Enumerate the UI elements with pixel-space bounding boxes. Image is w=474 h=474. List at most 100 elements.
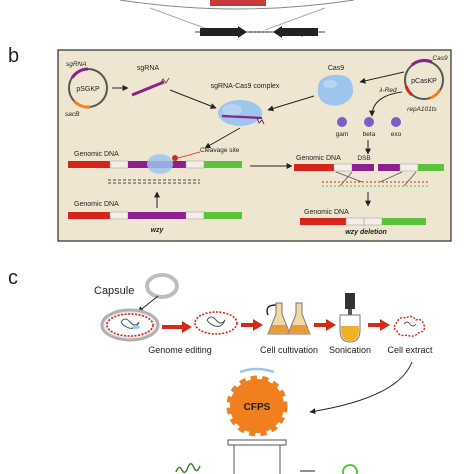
lambda-red-proteins: gam beta exo xyxy=(336,117,402,138)
sgrna-cas9-complex xyxy=(218,100,265,126)
sgrna-hairpin xyxy=(159,77,170,85)
cfps-label: CFPS xyxy=(244,402,271,413)
zoom-line-left xyxy=(149,7,211,31)
dna-right-homology xyxy=(185,160,205,169)
cas9-label: Cas9 xyxy=(328,65,344,72)
pcaskp-plasmid: pCasKP Cas9 λ-Red repA101ts xyxy=(378,55,448,113)
arrow-editing-to-cultivation xyxy=(241,319,263,331)
extract-fragments xyxy=(393,315,426,337)
panel-a: wzi wzy xyxy=(119,0,355,38)
pcaskp-lambda-red-label: λ-Red xyxy=(378,87,397,94)
arrow-sonication-to-extract xyxy=(368,319,390,331)
sgrna-strand xyxy=(131,80,165,97)
crossover-left-2 xyxy=(339,171,353,187)
crossover-left-1 xyxy=(335,171,363,183)
extract-dna xyxy=(403,321,417,327)
panel-a-curve xyxy=(119,0,355,10)
encapsulated-cell xyxy=(100,308,160,342)
donor-template xyxy=(108,179,200,184)
cell-dna-coil xyxy=(120,318,140,329)
panel-b-letter: b xyxy=(8,45,19,67)
crossover-right-2 xyxy=(403,171,417,187)
sonication-setup xyxy=(339,293,361,343)
psgkp-sgrna-label: sgRNA xyxy=(66,61,87,68)
dsb-dna-wzy-left xyxy=(352,164,374,171)
sonication-sample xyxy=(341,326,359,341)
cas9-highlight xyxy=(323,80,337,88)
complex-guide-rna xyxy=(221,114,263,120)
genomic-dna-dsb xyxy=(294,163,444,172)
dsb-dna-red xyxy=(294,164,334,171)
recombination-donor xyxy=(322,171,430,187)
cleavage-pointer xyxy=(177,151,201,159)
wzi-gene-label: wzi xyxy=(214,30,226,37)
crossover-right-1 xyxy=(379,171,403,183)
wzy-deletion-label: wzy deletion xyxy=(345,229,387,236)
wzy-dna-homology-right xyxy=(185,211,205,220)
pcaskp-red-segment xyxy=(404,85,414,97)
pcaskp-repa-segment xyxy=(429,89,442,100)
dsb-dna-wzy-right xyxy=(378,164,400,171)
panel-b-box xyxy=(57,49,452,242)
beta-protein xyxy=(364,117,374,127)
arrow-cas9-to-complex xyxy=(267,95,315,112)
pcaskp-name: pCasKP xyxy=(411,78,437,85)
complex-rna-hairpin xyxy=(256,117,265,125)
psgkp-sgrna-segment xyxy=(70,67,89,79)
wzi-gene-arrow xyxy=(200,26,247,38)
product-left-ribbon xyxy=(175,463,201,474)
gam-protein xyxy=(337,117,347,127)
cleavage-label: Cleavage site xyxy=(200,147,240,154)
dna-left-homology xyxy=(109,160,129,169)
cleavage-marker xyxy=(172,155,178,161)
dna-right-green xyxy=(204,161,242,168)
arrow-sgrna-to-complex xyxy=(169,89,217,109)
arrow-extract-to-cfps xyxy=(309,361,413,415)
genomic-dna-label-wzy: Genomic DNA xyxy=(74,201,119,208)
sgrna-molecule: sgRNA xyxy=(131,65,170,97)
shaking-arrow xyxy=(266,304,277,316)
step-cell-extract: Cell extract xyxy=(387,345,433,355)
wzy-label: wzy xyxy=(151,227,165,234)
step-genome-editing: Genome editing xyxy=(148,345,212,355)
genomic-dna-label-dsb: Genomic DNA xyxy=(296,155,341,162)
capsule-label: Capsule xyxy=(94,285,134,297)
deletion-dna-green xyxy=(382,218,426,225)
deletion-dna-red xyxy=(300,218,346,225)
wzy-dna-target xyxy=(128,212,186,219)
step-cell-cultivation: Cell cultivation xyxy=(260,345,318,355)
wzy-dna-homology-left xyxy=(109,211,129,220)
cfps-gear-body xyxy=(233,382,281,430)
beta-label: beta xyxy=(363,131,376,138)
arrow-pcaskp-to-cas9 xyxy=(359,71,405,84)
product-right-ring xyxy=(342,464,358,474)
genomic-dna-label-cleavage: Genomic DNA xyxy=(74,151,119,158)
reaction-vessel xyxy=(227,439,287,474)
genomic-dna-cleavage xyxy=(68,151,242,174)
gam-label: gam xyxy=(336,131,349,138)
cell-cas9-dot xyxy=(132,325,140,329)
pcaskp-cas9-segment xyxy=(411,58,433,67)
panel-c-letter: c xyxy=(8,267,18,289)
panel-c: c Capsule Genome editing xyxy=(8,267,433,474)
arrow-pcaskp-to-red xyxy=(369,91,403,117)
psgkp-name: pSGKP xyxy=(76,86,100,93)
cas9-protein xyxy=(317,74,354,106)
bound-cas9 xyxy=(147,154,173,174)
protein-product-left xyxy=(175,463,201,474)
wzy-gene-arrow xyxy=(273,26,318,38)
edited-cell-membrane xyxy=(194,311,238,335)
cfps-halo xyxy=(239,367,275,374)
capsule-ring xyxy=(145,273,179,299)
deletion-dna-homology-right xyxy=(363,217,383,226)
psgkp-plasmid: pSGKP sgRNA sacB xyxy=(65,61,108,118)
culture-flasks xyxy=(266,302,311,335)
zoom-line-right xyxy=(264,7,326,31)
exo-protein xyxy=(391,117,401,127)
exo-label: exo xyxy=(391,131,402,138)
sgrna-label: sgRNA xyxy=(137,65,160,72)
capsule-pointer xyxy=(137,295,159,313)
deletion-dna-homology-left xyxy=(345,217,365,226)
genomic-dna-deletion xyxy=(300,217,426,226)
product-right xyxy=(300,464,358,474)
